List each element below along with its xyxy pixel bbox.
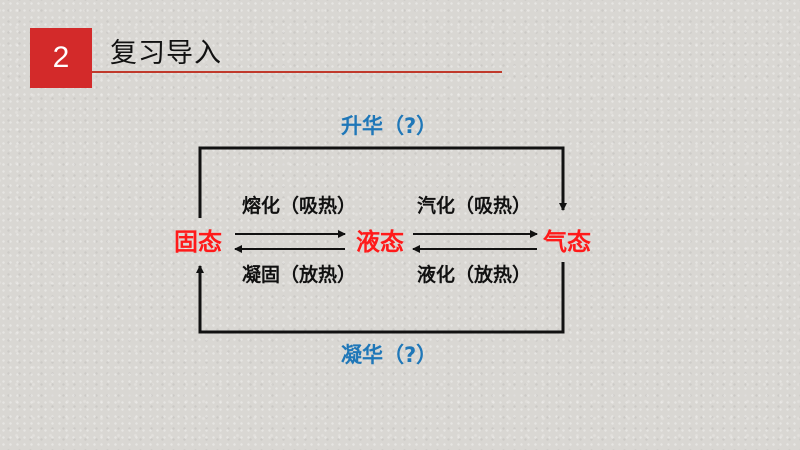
melting-label: 熔化（吸热） xyxy=(242,195,357,217)
liquefaction-label: 液化（放热） xyxy=(417,264,532,286)
solidifying-label: 凝固（放热） xyxy=(242,264,357,286)
section-header: 2 复习导入 xyxy=(30,28,502,88)
sublimation-label: 升华（?） xyxy=(341,114,438,138)
section-title: 复习导入 xyxy=(110,38,222,69)
deposition-label: 凝华（?） xyxy=(341,343,438,367)
state-solid: 固态 xyxy=(174,228,222,256)
deposition-arrow xyxy=(196,262,565,334)
sublimation-arrow xyxy=(198,146,567,218)
state-liquid: 液态 xyxy=(356,228,404,256)
state-gas: 气态 xyxy=(543,228,591,256)
section-number-badge: 2 xyxy=(30,28,92,88)
vaporization-label: 汽化（吸热） xyxy=(417,195,532,217)
section-title-underline xyxy=(92,71,502,73)
